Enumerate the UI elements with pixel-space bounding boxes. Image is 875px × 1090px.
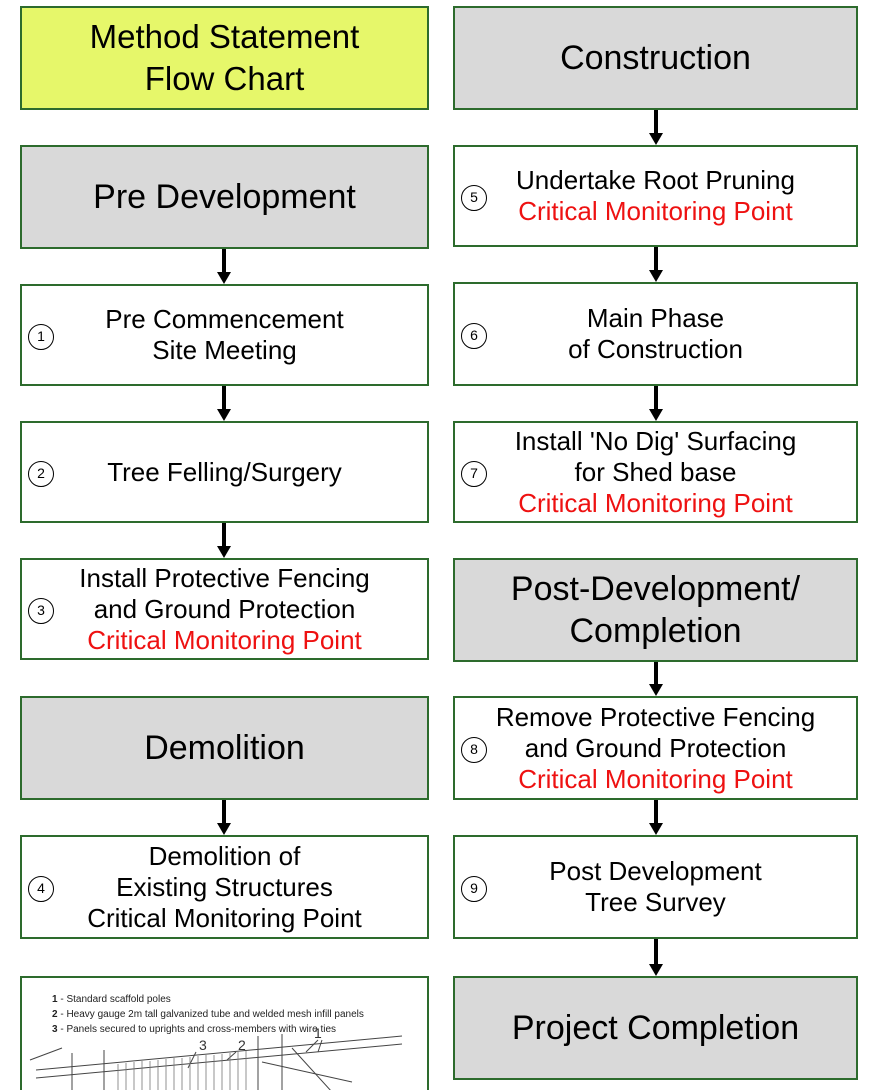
critical-monitoring-label: Critical Monitoring Point: [87, 902, 362, 933]
callout-label: 3: [199, 1037, 207, 1053]
step-line: Tree Survey: [585, 887, 726, 917]
step-line: Existing Structures: [116, 871, 333, 902]
title-line-2: Flow Chart: [144, 60, 305, 97]
step-line: for Shed base: [574, 456, 737, 487]
step-5-box: 5 Undertake Root Pruning Critical Monito…: [453, 145, 858, 247]
step-number-badge: 4: [28, 876, 54, 902]
critical-monitoring-label: Critical Monitoring Point: [518, 487, 793, 518]
step-3-box: 3 Install Protective Fencing and Ground …: [20, 558, 429, 660]
arrow-down: [217, 249, 231, 284]
step-line: of Construction: [568, 334, 743, 364]
step-1-box: 1 Pre Commencement Site Meeting: [20, 284, 429, 386]
step-line: Demolition of: [148, 840, 301, 871]
step-number-badge: 9: [461, 876, 487, 902]
arrow-down: [649, 662, 663, 696]
step-line: and Ground Protection: [524, 732, 787, 763]
step-line: Post Development: [549, 856, 762, 886]
phase-construction: Construction: [453, 6, 858, 110]
step-number-badge: 6: [461, 323, 487, 349]
phase-pre-development: Pre Development: [20, 145, 429, 249]
phase-demolition: Demolition: [20, 696, 429, 800]
step-line: Tree Felling/Surgery: [107, 456, 342, 487]
step-number-badge: 7: [461, 461, 487, 487]
callout-label: 1: [314, 1025, 322, 1041]
fence-detail-drawing: 1 - Standard scaffold poles 2 - Heavy ga…: [20, 976, 429, 1090]
callout-label: 2: [238, 1037, 246, 1053]
arrow-down: [217, 386, 231, 421]
fence-sketch: 3 2 1: [29, 1025, 403, 1090]
step-number-badge: 5: [461, 185, 487, 211]
phase-label-line-2: Completion: [569, 612, 742, 650]
step-number-badge: 1: [28, 324, 54, 350]
critical-monitoring-label: Critical Monitoring Point: [87, 624, 362, 655]
phase-post-development: Post-Development/ Completion: [453, 558, 858, 662]
phase-label: Pre Development: [93, 178, 356, 216]
step-number-badge: 2: [28, 461, 54, 487]
arrow-down: [217, 800, 231, 835]
step-line: Undertake Root Pruning: [516, 165, 795, 195]
arrow-down: [649, 386, 663, 421]
step-line: Remove Protective Fencing: [495, 701, 816, 732]
phase-label: Project Completion: [511, 1009, 800, 1047]
step-6-box: 6 Main Phase of Construction: [453, 282, 858, 386]
step-2-box: 2 Tree Felling/Surgery: [20, 421, 429, 523]
arrow-down: [649, 939, 663, 976]
phase-project-completion: Project Completion: [453, 976, 858, 1080]
arrow-down: [217, 523, 231, 558]
step-number-badge: 8: [461, 737, 487, 763]
step-line: Site Meeting: [152, 335, 297, 365]
arrow-down: [649, 800, 663, 835]
step-line: Main Phase: [586, 303, 725, 333]
arrow-down: [649, 247, 663, 282]
arrow-down: [649, 110, 663, 145]
fence-legend: 1 - Standard scaffold poles 2 - Heavy ga…: [52, 992, 364, 1037]
legend-item: 2 - Heavy gauge 2m tall galvanized tube …: [52, 1009, 364, 1020]
phase-label: Demolition: [144, 729, 305, 767]
step-line: Install 'No Dig' Surfacing: [514, 425, 797, 456]
step-8-box: 8 Remove Protective Fencing and Ground P…: [453, 696, 858, 800]
legend-item: 3 - Panels secured to uprights and cross…: [52, 1024, 337, 1035]
step-line: Pre Commencement: [105, 304, 344, 334]
critical-monitoring-label: Critical Monitoring Point: [518, 196, 793, 226]
step-line: and Ground Protection: [93, 593, 356, 624]
title-line-1: Method Statement: [89, 18, 360, 55]
phase-label: Construction: [560, 39, 751, 77]
step-4-box: 4 Demolition of Existing Structures Crit…: [20, 835, 429, 939]
critical-monitoring-label: Critical Monitoring Point: [518, 763, 793, 794]
phase-label-line-1: Post-Development/: [510, 570, 801, 608]
step-line: Install Protective Fencing: [79, 562, 370, 593]
flowchart-title: Method Statement Flow Chart: [20, 6, 429, 110]
step-9-box: 9 Post Development Tree Survey: [453, 835, 858, 939]
step-number-badge: 3: [28, 598, 54, 624]
legend-item: 1 - Standard scaffold poles: [52, 994, 171, 1005]
step-7-box: 7 Install 'No Dig' Surfacing for Shed ba…: [453, 421, 858, 523]
